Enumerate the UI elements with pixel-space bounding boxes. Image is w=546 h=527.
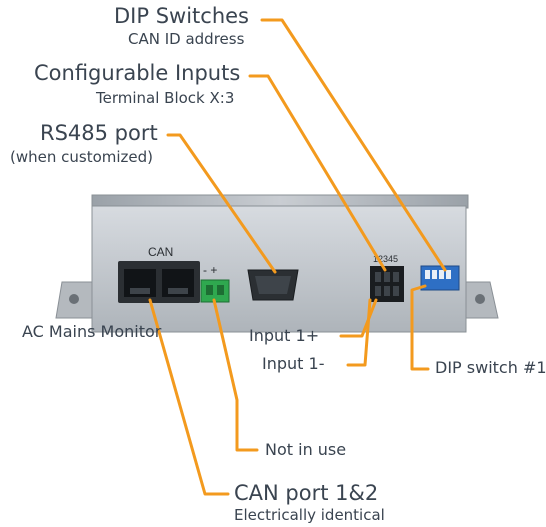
leader-configurable-inputs: [248, 74, 387, 272]
leader-input1-plus: [339, 298, 378, 338]
not-in-use-label: Not in use: [265, 440, 347, 459]
leader-dip-switches: [260, 18, 447, 272]
input1-minus-label: Input 1-: [262, 354, 325, 373]
configurable-inputs-title: Configurable Inputs: [34, 61, 241, 85]
input1-plus-label: Input 1+: [249, 326, 320, 345]
rs485-connector: [247, 269, 299, 301]
rs485-title: RS485 port: [40, 121, 158, 145]
mounting-flange-left: [55, 281, 93, 319]
can-silk-label: CAN: [148, 245, 173, 259]
can-port-title: CAN port 1&2: [234, 481, 379, 505]
leader-dip-switch-1: [410, 284, 430, 371]
dip-switches-subtitle: CAN ID address: [128, 30, 245, 48]
configurable-input-block: [370, 266, 404, 302]
mounting-flange-right: [465, 281, 499, 319]
ac-mains-monitor-label: AC Mains Monitor: [22, 322, 162, 341]
dip-switches-title: DIP Switches: [114, 4, 249, 28]
terminal-block-not-in-use: [200, 279, 230, 303]
can-port-subtitle: Electrically identical: [234, 506, 385, 524]
terminal-polarity-label: - +: [203, 263, 217, 277]
dip-switch: [420, 265, 460, 291]
leader-rs485: [166, 133, 277, 274]
leader-not-in-use: [212, 298, 259, 452]
leader-can-port: [148, 298, 230, 496]
can-ports: [118, 261, 200, 303]
input-block-numbers: 12345: [373, 254, 398, 264]
dip-switch-1-label: DIP switch #1: [435, 358, 546, 377]
leader-input1-minus: [346, 298, 372, 367]
rs485-subtitle: (when customized): [10, 148, 154, 166]
configurable-inputs-subtitle: Terminal Block X:3: [96, 89, 235, 107]
